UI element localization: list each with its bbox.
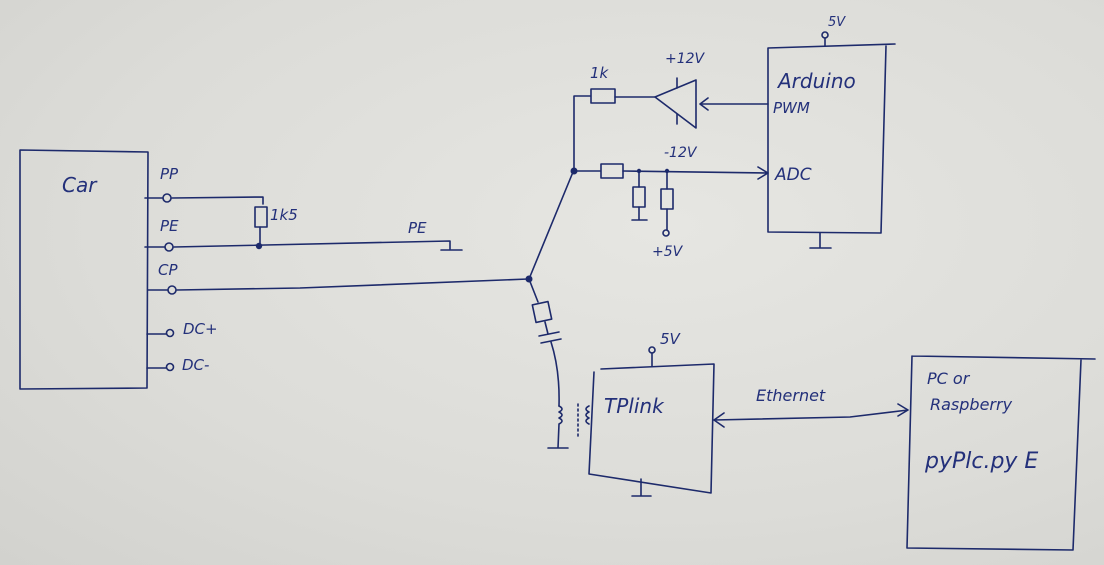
pin-dcminus-label: DC- — [182, 356, 209, 374]
pe-terminal — [164, 242, 174, 252]
coupling-wire-b — [544, 321, 549, 335]
coil-primary — [547, 405, 569, 449]
car-label: Car — [62, 173, 98, 197]
divider-ground-leg — [631, 170, 648, 221]
tplink-block — [588, 363, 715, 494]
arduino-ground-symbol — [809, 232, 832, 249]
opamp-symbol — [654, 79, 697, 129]
adc-arrow — [622, 166, 769, 180]
capacitor-coupling — [538, 331, 562, 344]
divider-supply-label: +5V — [652, 244, 684, 260]
tplink-supply-label: 5V — [660, 330, 682, 348]
divider-supply-terminal — [662, 229, 670, 237]
ethernet-link — [713, 403, 909, 428]
arduino-adc-label: ADC — [774, 165, 812, 185]
dcplus-terminal — [165, 328, 175, 338]
resistor-adc-series — [600, 163, 624, 179]
cp-wire — [147, 278, 529, 291]
pin-dcplus-label: DC+ — [183, 320, 218, 338]
pe-ground-label: PE — [408, 219, 427, 237]
pc-label-line2: Raspberry — [930, 395, 1013, 414]
pwm-arrow — [699, 97, 769, 111]
resistor-1k — [590, 88, 616, 104]
pc-label-line1: PC or — [927, 369, 971, 388]
arduino-label: Arduino — [776, 69, 856, 93]
ethernet-label: Ethernet — [756, 386, 826, 405]
pwm-feedback-wire — [573, 95, 591, 172]
cp-control-wire — [528, 171, 574, 280]
arduino-supply-label: 5V — [828, 15, 846, 30]
arduino-supply-terminal — [821, 31, 829, 39]
coupling-wire-a — [528, 278, 539, 303]
tplink-supply-terminal — [648, 346, 656, 354]
resistor-1k5 — [254, 206, 268, 228]
pin-pe-label: PE — [160, 217, 179, 235]
pin-cp-label: CP — [158, 261, 178, 279]
coil-secondary — [585, 405, 590, 425]
opamp-supply-pos-label: +12V — [665, 51, 706, 67]
tplink-label: TPlink — [604, 394, 665, 418]
coupling-wire-c — [550, 341, 560, 407]
pc-software-label: pyPlc.py E — [924, 449, 1038, 474]
pp-wire — [144, 196, 264, 205]
resistor-divider-supply — [660, 188, 674, 210]
resistor-coupling — [531, 300, 553, 324]
car-block — [19, 149, 149, 390]
arduino-pwm-label: PWM — [773, 99, 810, 117]
tplink-ground-symbol — [631, 478, 652, 497]
opamp-supply-neg-label: -12V — [664, 145, 698, 161]
dcminus-terminal — [165, 362, 175, 372]
arduino-block — [767, 43, 896, 234]
resistor-1k5-label: 1k5 — [270, 206, 298, 224]
pc-block — [906, 355, 1096, 551]
pp-terminal — [162, 193, 172, 203]
cp-terminal — [167, 285, 177, 295]
resistor-divider-ground — [632, 186, 646, 208]
pe-wire — [144, 240, 451, 250]
pin-pp-label: PP — [160, 165, 179, 183]
resistor-1k-label: 1k — [590, 64, 610, 82]
pe-junction — [255, 242, 263, 250]
